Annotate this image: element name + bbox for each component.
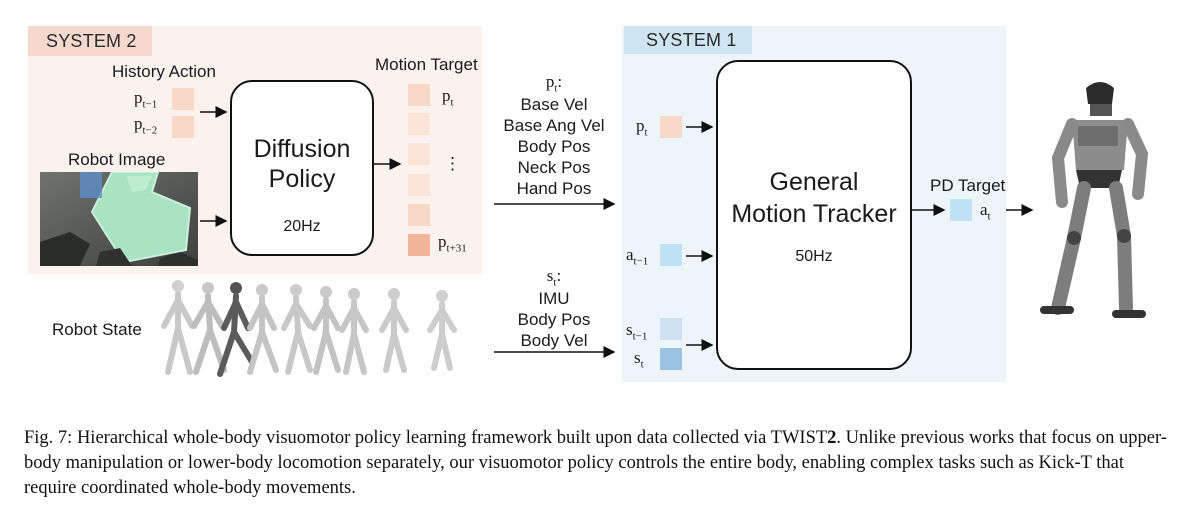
diffusion-policy-title-line1: Diffusion <box>253 135 351 163</box>
motion-target-token-4 <box>408 174 430 196</box>
system1-tag-label: SYSTEM 1 <box>646 30 737 50</box>
pd-target-label: PD Target <box>930 176 1006 195</box>
st-line-imu: IMU <box>538 289 570 309</box>
pd-target-token <box>950 199 972 221</box>
motion-target-token-3 <box>408 143 430 165</box>
pt-line-neck-pos: Neck Pos <box>517 158 591 178</box>
system2-tag: SYSTEM 2 <box>28 26 152 56</box>
tracker-input-p-t-token <box>660 116 682 138</box>
diffusion-policy-box: Diffusion Policy 20Hz <box>230 80 374 256</box>
camera-image-content <box>40 172 198 266</box>
robot-state-label: Robot State <box>52 320 142 339</box>
tracker-input-s-t-token <box>660 348 682 370</box>
motion-tracker-box: General Motion Tracker 50Hz <box>716 60 912 370</box>
robot-image-label: Robot Image <box>68 150 166 169</box>
st-variable: st: <box>546 266 562 289</box>
motion-tracker-title: General Motion Tracker <box>718 166 910 230</box>
diffusion-policy-title: Diffusion Policy <box>232 134 372 194</box>
pt-description: pt: Base Vel Base Ang Vel Body Pos Neck … <box>494 72 614 199</box>
motion-target-p-t-plus-31: pt+31 <box>438 232 467 255</box>
figure-caption: Fig. 7: Hierarchical whole-body visuomot… <box>24 426 1174 501</box>
history-p-t-minus-2: pt−2 <box>134 114 158 137</box>
tracker-input-s-t: st <box>634 348 644 371</box>
motion-target-token-6 <box>408 234 430 256</box>
st-description: st: IMU Body Pos Body Vel <box>494 266 614 351</box>
pt-line-body-pos: Body Pos <box>517 137 591 157</box>
pt-line-base-vel: Base Vel <box>520 95 588 115</box>
caption-text-start: Fig. 7: Hierarchical whole-body visuomot… <box>24 428 828 448</box>
history-p-t-minus-1: pt−1 <box>134 88 158 111</box>
robot-state-sequence <box>161 280 457 377</box>
motion-tracker-title-line1: General <box>769 168 859 196</box>
motion-tracker-title-line2: Motion Tracker <box>731 200 897 228</box>
motion-tracker-rate: 50Hz <box>795 248 833 265</box>
history-token-2 <box>172 116 194 138</box>
motion-target-label: Motion Target <box>375 55 478 74</box>
caption-bold-2: 2 <box>827 428 837 448</box>
pt-line-hand-pos: Hand Pos <box>516 179 592 199</box>
system1-tag: SYSTEM 1 <box>624 26 752 54</box>
diffusion-policy-title-line2: Policy <box>268 165 336 193</box>
caption-text-end: . Unlike previous works that focus on up… <box>24 428 1167 498</box>
st-line-body-vel: Body Vel <box>520 331 588 351</box>
humanoid-robot-image <box>1040 82 1149 318</box>
motion-target-token-5 <box>408 204 430 226</box>
history-token-1 <box>172 88 194 110</box>
tracker-input-p-t: pt <box>636 116 648 139</box>
tracker-input-s-t-minus-1: st−1 <box>626 320 648 343</box>
motion-target-token-2 <box>408 113 430 135</box>
tracker-input-a-t-minus-1: at−1 <box>626 245 649 268</box>
tracker-input-s-t-minus-1-token <box>660 318 682 340</box>
motion-target-token-1 <box>408 84 430 106</box>
st-line-body-pos: Body Pos <box>517 310 591 330</box>
motion-target-ellipsis: ⋮ <box>444 154 461 173</box>
tracker-input-a-token <box>660 244 682 266</box>
diffusion-policy-rate: 20Hz <box>283 218 321 235</box>
pt-variable: pt: <box>545 72 563 95</box>
history-action-label: History Action <box>112 62 216 81</box>
motion-target-p-t: pt <box>442 86 454 109</box>
pt-line-base-ang-vel: Base Ang Vel <box>503 116 605 136</box>
pd-target-a-t: at <box>980 200 991 223</box>
robot-camera-image <box>40 172 198 266</box>
system2-tag-label: SYSTEM 2 <box>46 31 137 51</box>
